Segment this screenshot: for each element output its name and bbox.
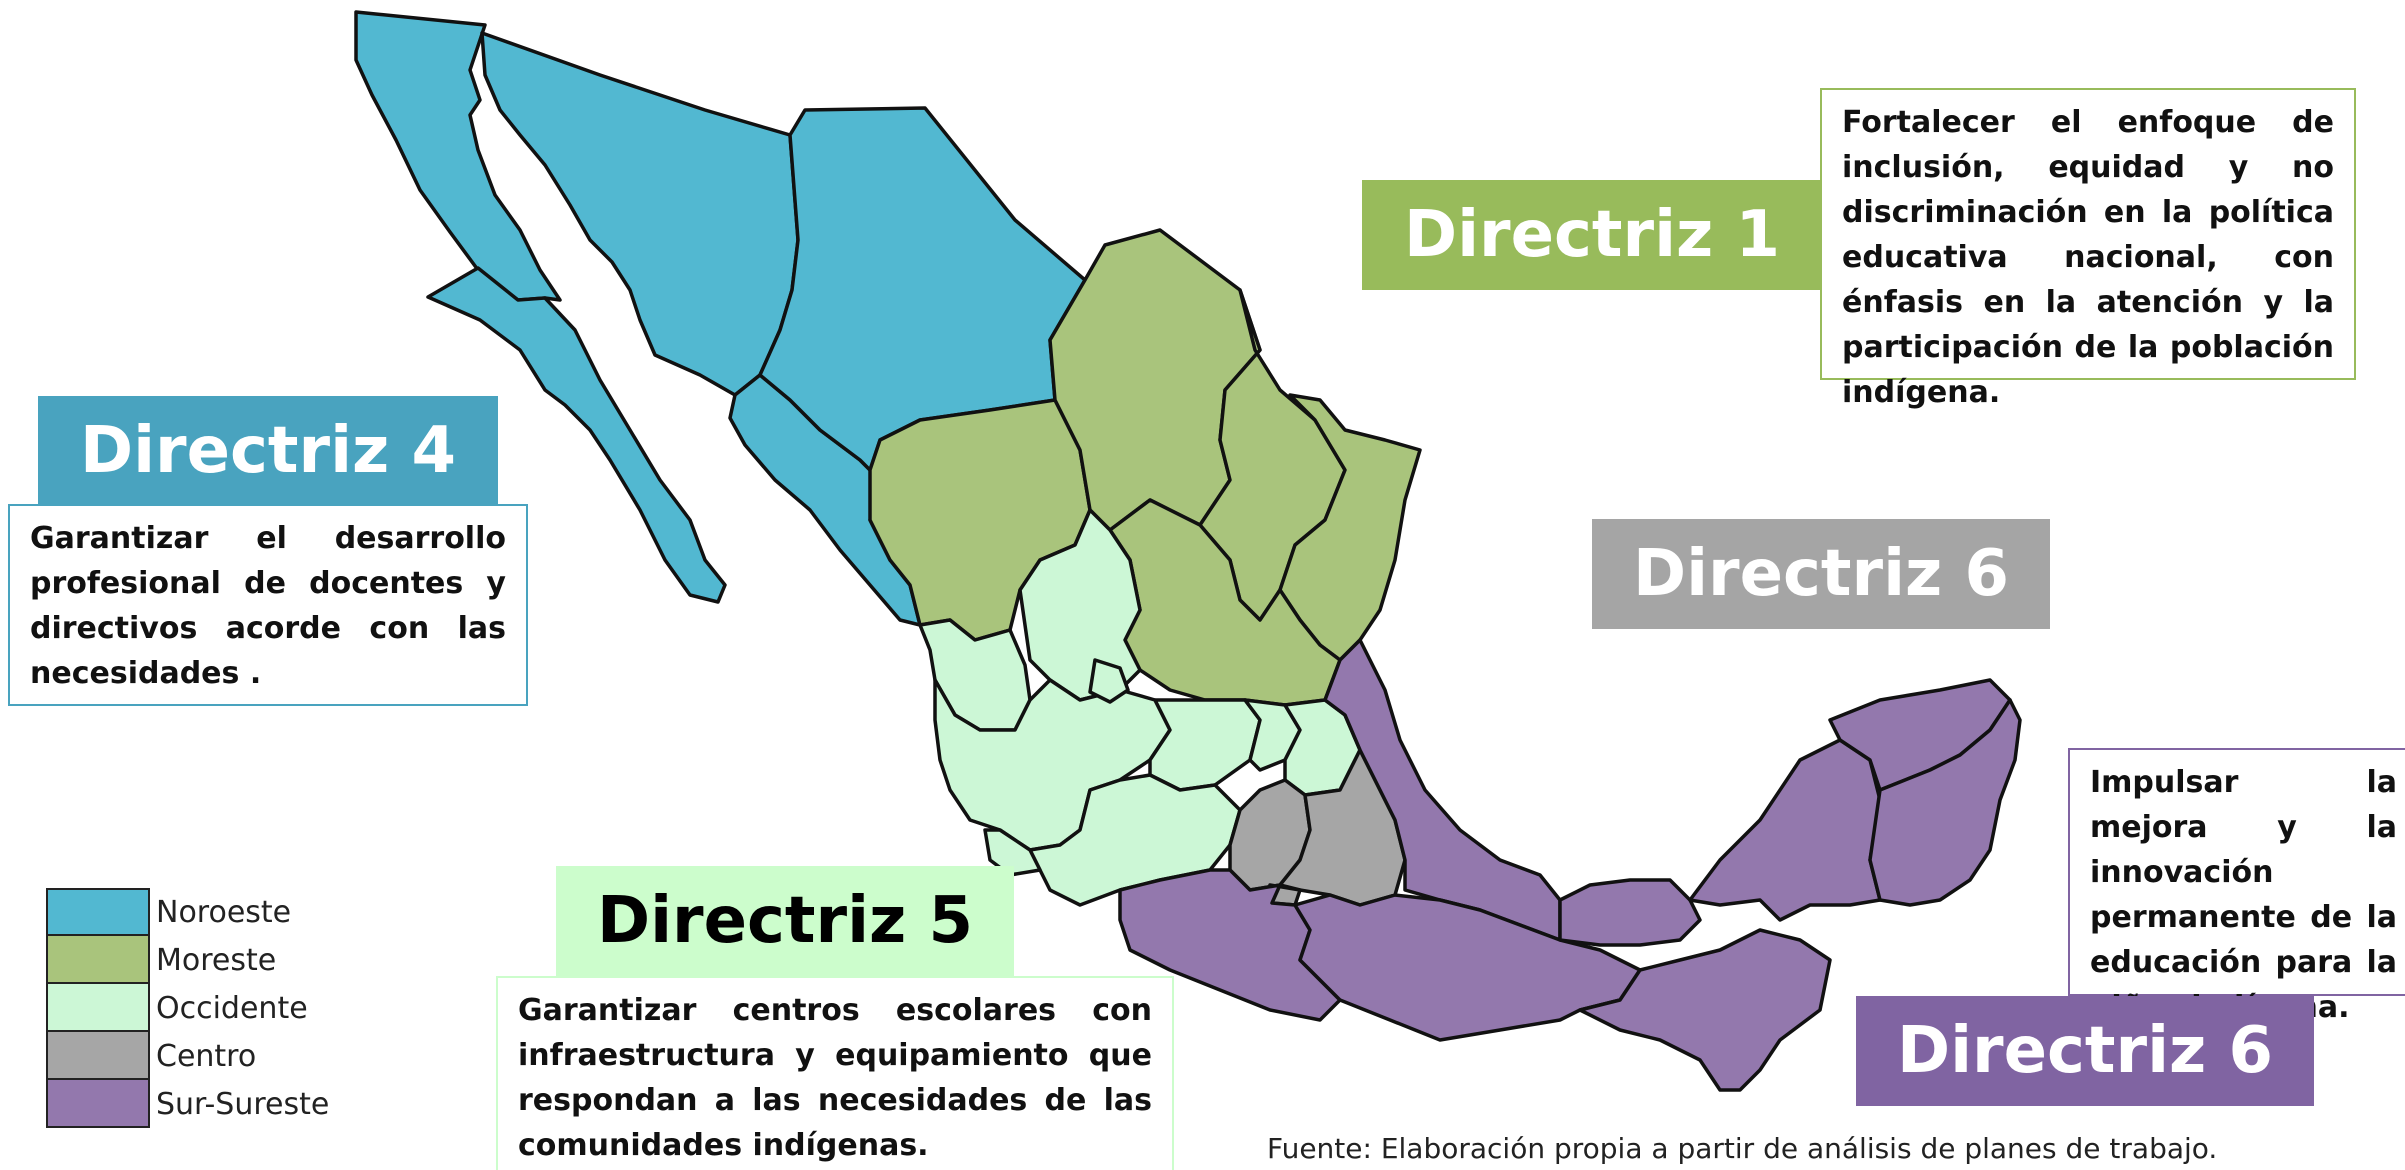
legend: Noroeste Moreste Occidente Centro Sur-Su… [46, 888, 329, 1128]
legend-label: Sur-Sureste [156, 1086, 330, 1122]
directriz-6-gray-banner: Directriz 6 [1592, 519, 2050, 629]
directriz-6-gray-title: Directriz 6 [1632, 537, 2010, 611]
legend-item-sur-sureste: Sur-Sureste [46, 1080, 329, 1128]
source-caption: Fuente: Elaboración propia a partir de a… [1267, 1132, 2218, 1165]
legend-item-noroeste: Noroeste [46, 888, 329, 936]
legend-item-occidente: Occidente [46, 984, 329, 1032]
baja-california-sur [426, 266, 727, 604]
directriz-1-text: Fortalecer el enfoque de inclusión, equi… [1820, 88, 2356, 410]
directriz-6-purple-text: Impulsar la mejora y la innovación perma… [2068, 748, 2405, 1025]
directriz-6-purple-banner: Directriz 6 [1856, 996, 2314, 1106]
aguascalientes [1088, 658, 1130, 704]
legend-label: Noroeste [156, 894, 292, 930]
directriz-5-banner: Directriz 5 [556, 866, 1014, 976]
directriz-6-purple-title: Directriz 6 [1896, 1014, 2274, 1088]
chiapas [1578, 928, 1832, 1092]
directriz-1-banner: Directriz 1 [1362, 180, 1822, 290]
legend-label: Centro [156, 1038, 257, 1074]
directriz-1-title: Directriz 1 [1403, 198, 1781, 272]
legend-swatch [46, 1080, 150, 1128]
quintana-roo [1868, 698, 2022, 907]
legend-label: Moreste [156, 942, 277, 978]
legend-label: Occidente [156, 990, 308, 1026]
tabasco [1558, 878, 1702, 947]
region-noroeste [354, 10, 1087, 627]
directriz-4-banner: Directriz 4 [38, 396, 498, 506]
directriz-5-text: Garantizar centros escolares con infraes… [496, 976, 1174, 1170]
baja-california [354, 10, 562, 302]
region-sur-sureste [1118, 638, 2022, 1092]
region-moreste [868, 228, 1422, 707]
oaxaca [1293, 893, 1642, 1042]
region-occidente [918, 508, 1362, 907]
colima [983, 828, 1042, 877]
legend-item-moreste: Moreste [46, 936, 329, 984]
legend-swatch [46, 888, 150, 936]
legend-swatch [46, 936, 150, 984]
directriz-4-title: Directriz 4 [79, 414, 457, 488]
directriz-5-title: Directriz 5 [596, 884, 974, 958]
legend-swatch [46, 1032, 150, 1080]
directriz-4-text: Garantizar el desarrollo profesional de … [8, 504, 528, 706]
legend-item-centro: Centro [46, 1032, 329, 1080]
guanajuato [1148, 698, 1262, 792]
campeche [1688, 738, 1882, 922]
jalisco [933, 678, 1172, 852]
legend-swatch [46, 984, 150, 1032]
